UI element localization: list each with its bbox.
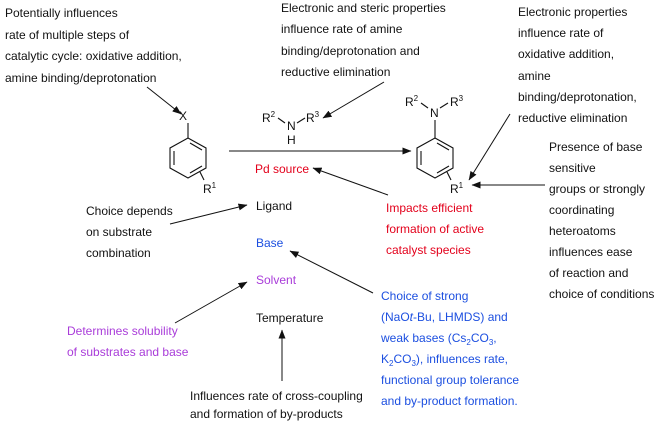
amine-note: Electronic and steric properties influen… (281, 1, 446, 79)
amine-r3-bond (296, 117, 306, 124)
amine-r2-label: R2 (262, 110, 276, 125)
solvent-note-arrow (174, 281, 248, 324)
product-r3-bond (439, 102, 449, 109)
amine-h-label: H (287, 133, 296, 147)
pd-note-arrow (312, 167, 389, 196)
aryl-halide-note-line: Potentially influences (5, 6, 118, 20)
solvent-note: Determines solubility of substrates and … (67, 324, 189, 359)
ring-double-bond (436, 165, 450, 174)
amine-structure: R2 N R3 H (262, 110, 320, 147)
ligand-note-line: combination (86, 246, 151, 260)
amine-note-line: binding/deprotonation and (281, 44, 420, 58)
product-r2-bond (420, 102, 429, 109)
product-benzene-ring (416, 137, 454, 179)
product-r3-label: R3 (450, 94, 464, 109)
product-note-line: oxidative addition, (518, 47, 614, 61)
pd-note-line: Impacts efficient (386, 201, 473, 215)
r1-bond (199, 171, 205, 181)
amine-note-line: Electronic and steric properties (281, 1, 446, 15)
product-n-label: N (430, 106, 439, 120)
amine-r2-bond (277, 117, 286, 124)
ring-double-bond (189, 142, 203, 151)
benzene-ring (169, 137, 207, 179)
aryl-halide-note-line: amine binding/deprotonation (5, 71, 156, 85)
ring-double-bond (189, 165, 203, 174)
base-note-line: (NaOt-Bu, LHMDS) and (381, 310, 508, 324)
base-sensitive-note: Presence of base sensitive groups or str… (549, 140, 654, 301)
ligand-note-line: on substrate (86, 225, 152, 239)
amine-note-arrow (322, 81, 385, 119)
aryl-halide-structure: X R1 (169, 109, 217, 196)
product-note-line: influence rate of (518, 26, 604, 40)
amine-r3-label: R3 (306, 110, 320, 125)
pd-note: Impacts efficient formation of active ca… (386, 201, 484, 257)
aryl-halide-note-arrow (146, 86, 182, 115)
temperature-note: Influences rate of cross-coupling and fo… (190, 389, 363, 421)
base-note-line: Choice of strong (381, 289, 468, 303)
aryl-halide-note-line: catalytic cycle: oxidative addition, (5, 49, 182, 63)
product-r1-bond (446, 171, 452, 181)
ligand-note-arrow (169, 203, 248, 225)
ligand-note-line: Choice depends (86, 204, 173, 218)
aryl-halide-note-line: rate of multiple steps of (5, 28, 130, 42)
product-note-arrow (468, 113, 511, 181)
base-note: Choice of strong (NaOt-Bu, LHMDS) and we… (380, 289, 519, 408)
product-r1-label: R1 (450, 181, 464, 196)
halide-atom-label: X (179, 109, 187, 123)
r1-label: R1 (203, 181, 217, 196)
base-note-line: and by-product formation. (381, 394, 518, 408)
base-sensitive-note-line: sensitive (549, 161, 596, 175)
temperature-note-line: and formation of by-products (190, 407, 343, 421)
temperature-note-line: Influences rate of cross-coupling (190, 389, 363, 403)
base-note-arrow (289, 250, 374, 294)
amine-note-line: influence rate of amine (281, 22, 403, 36)
pd-source-label: Pd source (255, 162, 309, 176)
solvent-label: Solvent (256, 273, 297, 287)
product-note-line: reductive elimination (518, 111, 627, 125)
amine-n-label: N (287, 119, 296, 133)
product-note-line: Electronic properties (518, 5, 627, 19)
product-note: Electronic properties influence rate of … (518, 5, 637, 125)
solvent-note-line: of substrates and base (67, 345, 189, 359)
aryl-halide-note: Potentially influences rate of multiple … (5, 6, 182, 85)
base-label: Base (256, 236, 284, 250)
base-sensitive-note-line: influences ease (549, 245, 633, 259)
ligand-label: Ligand (256, 199, 292, 213)
base-note-line: K2CO3), influences rate, (381, 352, 508, 368)
base-sensitive-note-line: groups or strongly (549, 182, 645, 196)
pd-note-line: catalyst species (386, 243, 471, 257)
product-note-line: amine (518, 69, 551, 83)
product-r2-label: R2 (405, 94, 419, 109)
base-note-line: functional group tolerance (381, 373, 519, 387)
product-note-line: binding/deprotonation, (518, 90, 637, 104)
temperature-label: Temperature (256, 311, 324, 325)
amine-note-line: reductive elimination (281, 65, 390, 79)
product-structure: R2 N R3 R1 (405, 94, 464, 196)
base-note-line: weak bases (Cs2CO3, (380, 331, 497, 347)
base-sensitive-note-line: of reaction and (549, 266, 628, 280)
base-sensitive-note-line: coordinating (549, 203, 614, 217)
ligand-note: Choice depends on substrate combination (86, 204, 173, 260)
base-sensitive-note-line: heteroatoms (549, 224, 616, 238)
ring-double-bond (436, 142, 450, 151)
solvent-note-line: Determines solubility (67, 324, 178, 338)
base-sensitive-note-line: choice of conditions (549, 287, 654, 301)
base-sensitive-note-line: Presence of base (549, 140, 643, 154)
pd-note-line: formation of active (386, 222, 484, 236)
